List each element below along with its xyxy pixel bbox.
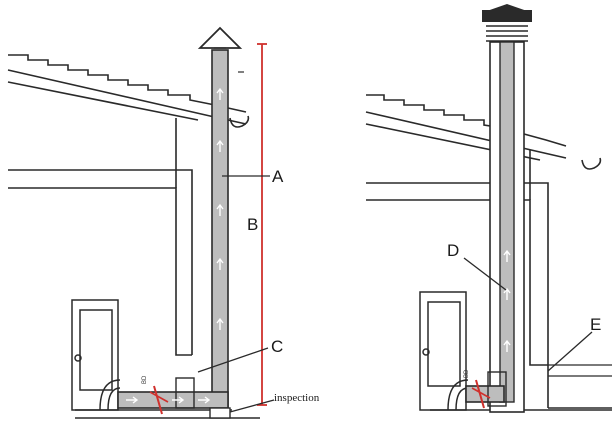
right-flow-arrows — [503, 249, 511, 352]
left-leaders — [197, 175, 275, 413]
left-stove-door — [79, 309, 113, 391]
left-roof-top — [8, 54, 247, 113]
right-chimney: BD — [464, 4, 612, 413]
left-damper-2 — [149, 391, 169, 403]
right-damper-2 — [471, 387, 491, 399]
leader-d — [463, 257, 507, 291]
right-thimble — [487, 371, 507, 407]
left-chimney-cap — [197, 26, 243, 49]
right-roof-top — [366, 94, 567, 147]
right-wall-outer — [366, 182, 549, 408]
label-b: B — [247, 215, 258, 234]
left-gutter — [229, 115, 250, 128]
left-thimble — [175, 377, 195, 409]
left-installation — [7, 54, 260, 419]
left-stove-foot-inner — [107, 387, 121, 411]
left-stove-knob — [74, 354, 82, 362]
left-damper — [153, 385, 163, 415]
left-flow-arrows — [216, 87, 224, 330]
left-wall-outer — [8, 169, 193, 355]
right-wall-inner — [366, 199, 548, 366]
left-damper-text: BD — [142, 375, 148, 384]
left-wall-inner — [8, 187, 192, 356]
label-inspection: inspection — [274, 392, 320, 404]
label-e: E — [590, 315, 601, 334]
right-leaders — [463, 257, 593, 372]
leader-c — [197, 347, 269, 373]
left-inspection-base — [209, 407, 231, 419]
label-d: D — [447, 241, 459, 260]
left-stove-foot — [99, 379, 121, 411]
right-cap-top — [482, 10, 532, 22]
right-stove-knob — [422, 348, 430, 356]
left-chimney: BD — [117, 26, 244, 419]
right-stove-foot — [447, 379, 469, 411]
leader-inspection — [229, 399, 275, 413]
right-stove-body — [419, 291, 467, 411]
right-roof-bottom — [365, 111, 567, 159]
leader-e — [547, 331, 593, 372]
right-damper-text: BD — [464, 369, 470, 378]
right-cap-roof — [484, 4, 530, 12]
left-roof-bottom — [7, 69, 247, 125]
right-connector-pipe — [465, 385, 505, 403]
right-damper — [475, 379, 485, 409]
height-measure — [257, 43, 267, 406]
right-cap-vents — [486, 25, 528, 42]
right-installation — [365, 94, 612, 411]
left-horizontal-arrows — [126, 396, 211, 404]
label-c: C — [271, 337, 283, 356]
left-roof-soffit — [7, 81, 199, 121]
left-chimney-pipe — [211, 49, 229, 409]
right-gutter — [581, 157, 602, 170]
left-stove-body — [71, 299, 119, 411]
label-a: A — [272, 167, 284, 186]
right-chimney-liner — [499, 41, 515, 403]
right-stove-door — [427, 301, 461, 387]
right-stove — [419, 291, 469, 411]
left-stove — [71, 299, 121, 411]
